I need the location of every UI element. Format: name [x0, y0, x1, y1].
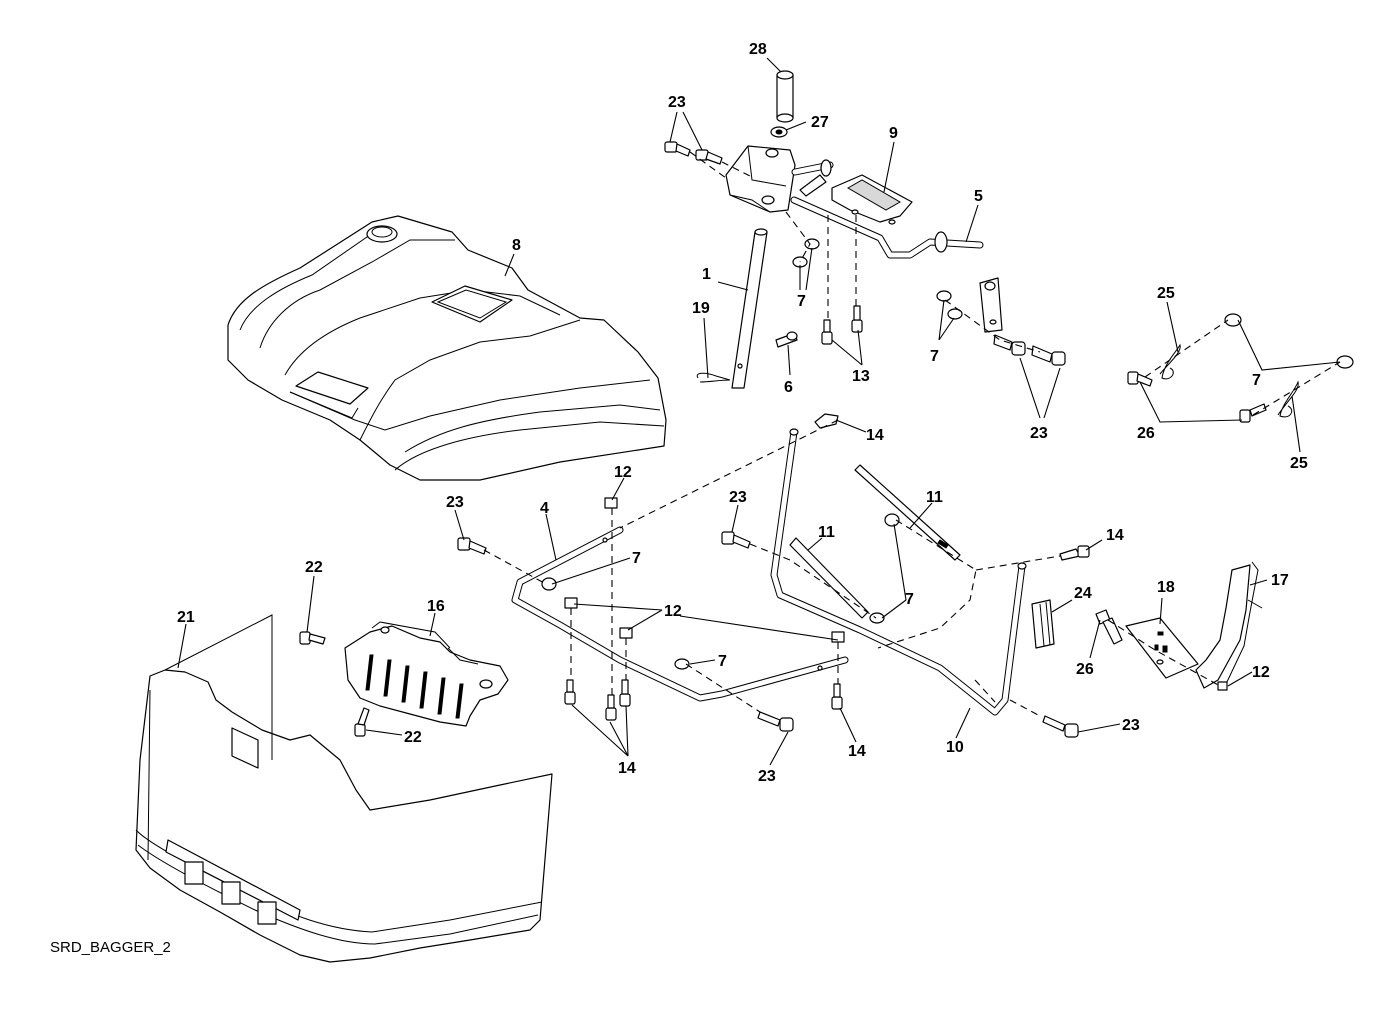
callout-11: 11	[926, 489, 943, 506]
bolt	[821, 305, 863, 345]
bolt	[993, 334, 1066, 366]
callout-11: 11	[818, 524, 835, 541]
callout-12: 12	[614, 464, 632, 481]
callout-14: 14	[866, 427, 884, 444]
bolt	[564, 679, 843, 721]
bracket-slots	[365, 654, 464, 719]
callout-7: 7	[1252, 372, 1261, 389]
pivot-bracket	[725, 145, 796, 213]
callout-5: 5	[974, 188, 983, 205]
callout-7: 7	[632, 550, 641, 567]
callout-25: 25	[1290, 455, 1308, 472]
bagger-lid	[227, 215, 667, 481]
handle-rod	[790, 159, 984, 259]
nut	[792, 238, 820, 268]
callout-17: 17	[1271, 572, 1289, 589]
callout-8: 8	[512, 237, 521, 254]
callout-23: 23	[668, 94, 686, 111]
callout-18: 18	[1157, 579, 1175, 596]
bolt	[299, 631, 370, 737]
callout-7: 7	[905, 591, 914, 608]
nut	[936, 290, 963, 320]
callout-14: 14	[848, 743, 866, 760]
callout-6: 6	[784, 379, 793, 396]
callout-23: 23	[1030, 425, 1048, 442]
drawing-reference: SRD_BAGGER_2	[50, 939, 171, 956]
callout-23: 23	[1122, 717, 1140, 734]
callout-28: 28	[749, 41, 767, 58]
callout-19: 19	[692, 300, 710, 317]
leader-lines	[177, 57, 1341, 766]
clevis-pin	[775, 331, 798, 348]
callout-12: 12	[664, 603, 682, 620]
spring-clip	[1159, 343, 1299, 418]
callout-9: 9	[889, 125, 898, 142]
callout-26: 26	[1076, 661, 1094, 678]
callout-23: 23	[758, 768, 776, 785]
callout-7: 7	[797, 293, 806, 310]
bolt	[757, 413, 1090, 738]
callout-24: 24	[1074, 585, 1092, 602]
callouts: 28 27 23 9 8 5 1 7 19 13 6 7 23 25 7 26 …	[177, 41, 1308, 785]
callout-13: 13	[852, 368, 870, 385]
callout-16: 16	[427, 598, 445, 615]
callout-7: 7	[718, 653, 727, 670]
callout-27: 27	[811, 114, 829, 131]
rod-end-bracket	[979, 277, 1003, 333]
callout-4: 4	[540, 500, 549, 517]
latch-plate	[1095, 609, 1199, 679]
bolt	[457, 531, 751, 555]
lower-frame	[511, 526, 849, 702]
strut	[854, 464, 961, 561]
callout-21: 21	[177, 609, 195, 626]
upper-frame	[770, 428, 1027, 716]
handle-grip	[831, 174, 913, 225]
assembly-lines	[483, 151, 1341, 717]
callout-23: 23	[446, 494, 464, 511]
spacer-sleeve	[776, 70, 794, 123]
callout-14: 14	[618, 760, 636, 777]
callout-1: 1	[702, 266, 711, 283]
bolt	[1127, 371, 1267, 423]
callout-12: 12	[1252, 664, 1270, 681]
grass-bag	[135, 614, 553, 963]
hair-pin	[696, 372, 731, 383]
washer	[770, 126, 788, 138]
callout-23: 23	[729, 489, 747, 506]
nut	[1224, 313, 1354, 369]
bolt	[695, 149, 723, 165]
callout-22: 22	[404, 729, 422, 746]
callout-26: 26	[1137, 425, 1155, 442]
bolt	[664, 141, 691, 157]
callout-14: 14	[1106, 527, 1124, 544]
mount-bracket	[1195, 561, 1263, 691]
callout-7: 7	[930, 348, 939, 365]
deflector-bracket	[344, 621, 509, 727]
support-tube	[731, 228, 768, 389]
wear-strip	[1031, 599, 1055, 649]
callout-10: 10	[946, 739, 964, 756]
nut	[541, 497, 900, 670]
callout-22: 22	[305, 559, 323, 576]
callout-25: 25	[1157, 285, 1175, 302]
